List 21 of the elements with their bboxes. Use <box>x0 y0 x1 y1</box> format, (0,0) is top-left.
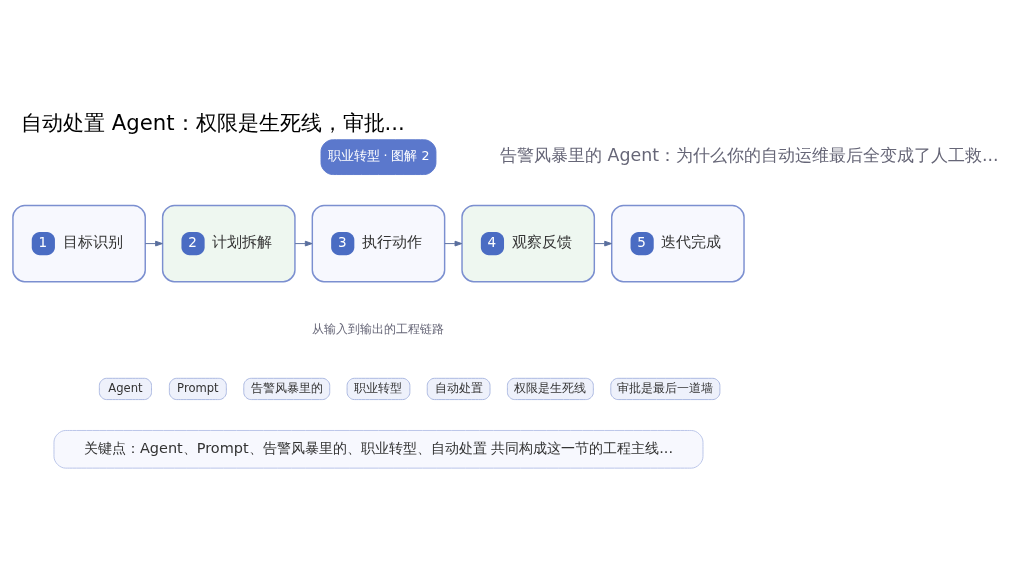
node-box: 自动处置 <box>426 377 491 400</box>
label: 告警风暴里的 Agent：为什么你的自动运维最后全变成了人工救... <box>500 144 999 165</box>
label: 从输入到输出的工程链路 <box>312 321 445 336</box>
arrow <box>144 240 163 246</box>
node-box: 审批是最后一道墙 <box>610 377 721 400</box>
node-box: 2 计划拆解 <box>161 204 296 282</box>
node-box: 关键点：Agent、Prompt、告警风暴里的、职业转型、自动处置 共同构成这一节的工程主线... <box>53 429 704 469</box>
node-box: 5 迭代完成 <box>611 204 745 282</box>
node-box: 告警风暴里的 <box>243 377 331 400</box>
arrow <box>294 240 313 246</box>
diagram-title: 自动处置 Agent：权限是生死线，审批... <box>20 109 405 135</box>
node-box: 3 执行动作 <box>311 204 446 282</box>
node-box: 职业转型 · 图解 2 <box>320 138 437 175</box>
node-box: 4 观察反馈 <box>461 204 596 282</box>
node-box: 权限是生死线 <box>506 377 594 400</box>
node-box: 1 目标识别 <box>12 204 146 282</box>
arrow <box>444 240 463 246</box>
arrow <box>594 240 612 246</box>
node-box: Agent <box>98 377 152 400</box>
node-box: 职业转型 <box>346 377 411 400</box>
node-box: Prompt <box>168 377 227 400</box>
